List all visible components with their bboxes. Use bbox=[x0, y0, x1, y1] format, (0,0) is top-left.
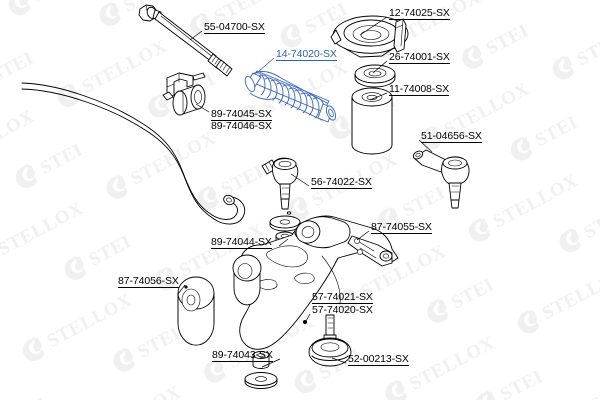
callout-55-04700-sx: 55-04700-SX bbox=[204, 21, 265, 34]
callout-57-74020-sx: 57-74020-SX bbox=[312, 304, 373, 316]
callout-12-74025-sx: 12-74025-SX bbox=[389, 7, 450, 20]
callout-52-00213-sx: 52-00213-SX bbox=[348, 353, 409, 366]
callout-57-74021-sx: 57-74021-SX bbox=[312, 291, 373, 304]
callout-26-74001-sx: 26-74001-SX bbox=[389, 51, 450, 64]
callout-11-74008-sx: 11-74008-SX bbox=[389, 83, 449, 96]
callout-89-74046-sx: 89-74046-SX bbox=[211, 120, 272, 132]
callout-89-74043-sx: 89-74043-SX bbox=[212, 349, 273, 362]
callout-51-04656-sx: 51-04656-SX bbox=[421, 130, 482, 143]
callout-87-74056-sx: 87-74056-SX bbox=[118, 275, 179, 288]
callout-87-74055-sx: 87-74055-SX bbox=[371, 221, 432, 234]
callout-14-74020-sx-highlighted: 14-74020-SX bbox=[276, 48, 337, 61]
callout-56-74022-sx: 56-74022-SX bbox=[311, 176, 372, 189]
callout-89-74044-sx: 89-74044-SX bbox=[211, 236, 272, 249]
